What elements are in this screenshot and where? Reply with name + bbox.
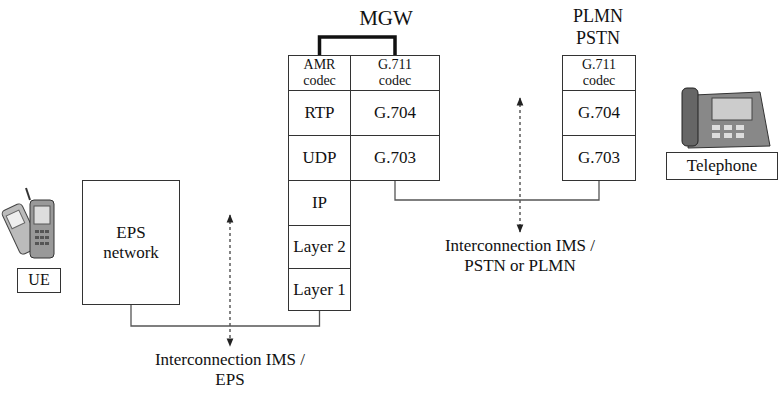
desk-telephone-icon [682,88,770,148]
node-text: G.711 codec [370,57,420,89]
node-text: G.711 codec [574,57,624,89]
protocol-cell: G.703 [350,135,440,181]
device-label-box: UE [17,268,61,293]
protocol-cell: G.704 [350,90,440,136]
network-title: PLMN PSTN [563,6,633,49]
node-text: G.703 [578,148,620,168]
protocol-cell: IP [288,180,351,226]
bracket-connector [320,37,396,55]
interface-label: Interconnection IMS / PSTN or PLMN [425,236,615,277]
node-text: G.704 [578,103,620,123]
protocol-cell: G.711 codec [350,55,440,91]
node-text: Telephone [687,156,758,176]
protocol-cell: G.703 [562,135,636,181]
node-text: EPS network [96,223,166,262]
node-text: IP [312,193,327,213]
protocol-cell: Layer 1 [288,268,351,311]
device-label-box: Telephone [666,152,778,180]
mobile-phone-icon [1,188,54,258]
node-text: Layer 1 [293,280,345,300]
node-text: UDP [302,148,336,168]
node-text: RTP [304,103,334,123]
bracket-connector [395,181,599,200]
protocol-cell: G.704 [562,90,636,136]
equipment-title: MGW [341,6,431,31]
node-text: G.704 [374,103,416,123]
node-text: G.703 [374,148,416,168]
protocol-cell: UDP [288,135,351,181]
node-text: UE [28,271,49,289]
node-text: Layer 2 [293,237,345,257]
protocol-cell: RTP [288,90,351,136]
dashed-arrow [519,98,520,232]
protocol-cell: Layer 2 [288,225,351,269]
protocol-cell: AMR codec [288,55,351,91]
protocol-cell: G.711 codec [562,55,636,91]
interface-label: Interconnection IMS / EPS [145,350,315,391]
network-box: EPS network [82,180,180,305]
node-text: AMR codec [295,57,345,89]
